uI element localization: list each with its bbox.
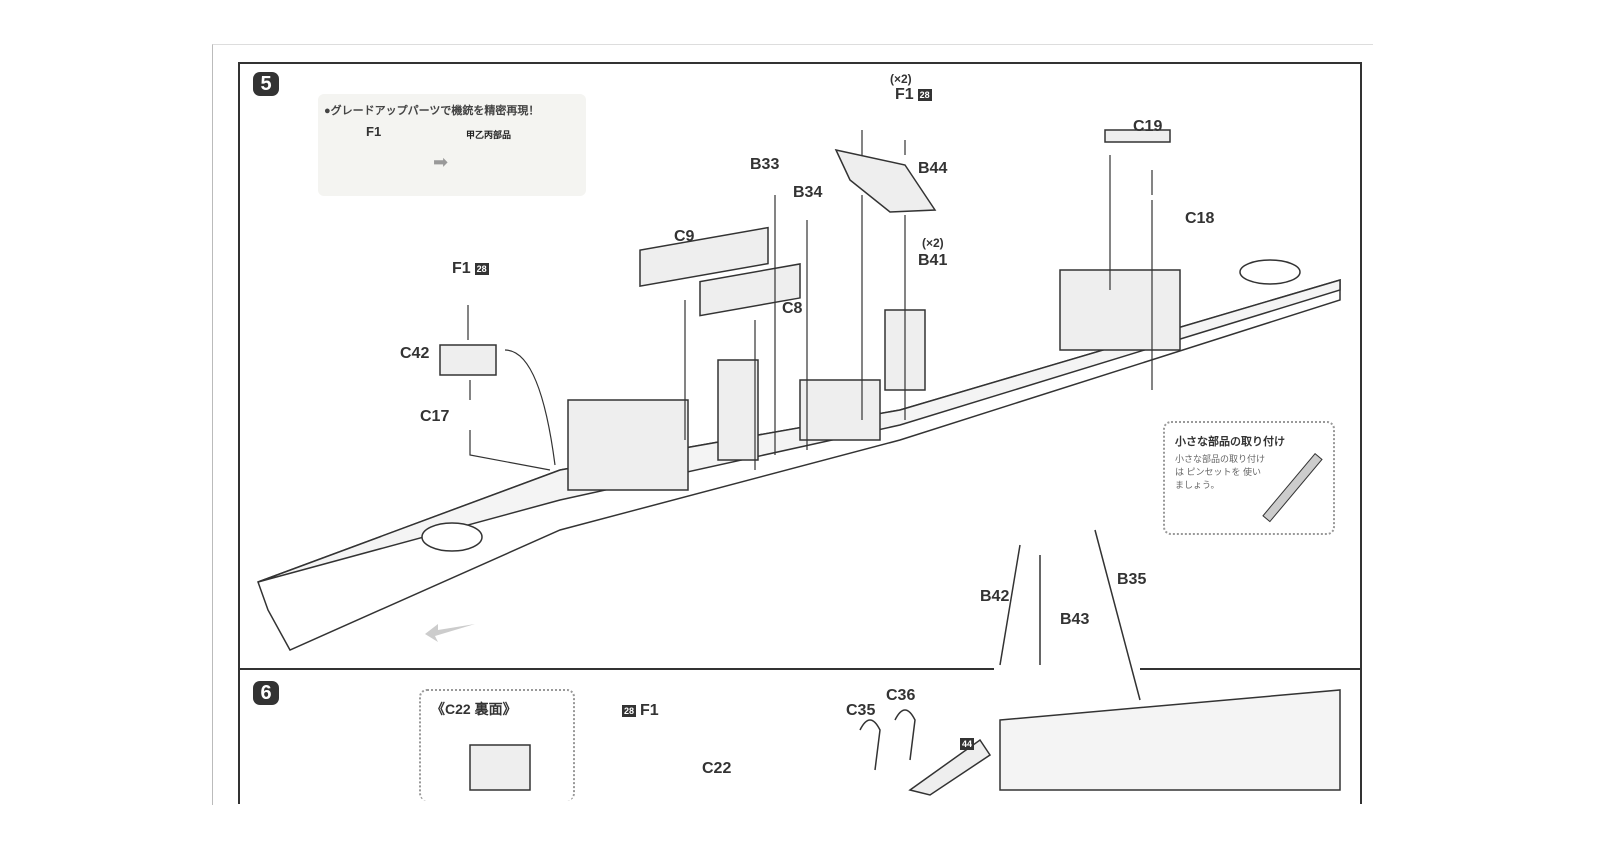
c22-back-view: 《C22 裏面》 bbox=[419, 689, 575, 801]
motor-boat bbox=[908, 738, 992, 796]
part-label-c9: C9 bbox=[674, 228, 695, 245]
qty-label: (×2) bbox=[922, 236, 944, 250]
part-label-b33: B33 bbox=[750, 156, 780, 173]
sprue-badge: 28 bbox=[474, 262, 489, 275]
upgrade-parts-note: ●グレードアップパーツで機銃を精密再現！ F1 甲乙丙部品 ➡ bbox=[318, 94, 586, 196]
part-label-c35: C35 bbox=[846, 702, 876, 719]
part-label-c18: C18 bbox=[1185, 210, 1215, 227]
part-label-b42: B42 bbox=[980, 588, 1010, 605]
part-label-c36: C36 bbox=[886, 687, 916, 704]
fwd-gun bbox=[421, 522, 483, 552]
part-c9 bbox=[639, 226, 769, 288]
part-label-c8: C8 bbox=[782, 300, 803, 317]
qty-label: (×2) bbox=[890, 72, 912, 86]
c22-back-label: 《C22 裏面》 bbox=[431, 701, 517, 717]
part-label-b41: B41 bbox=[918, 252, 948, 269]
sprue-badge: 28 bbox=[622, 704, 637, 717]
promo-from-label: F1 bbox=[366, 124, 382, 139]
tweezers-icon bbox=[1262, 453, 1323, 523]
part-label-b34: B34 bbox=[793, 184, 823, 201]
step-5-number: 5 bbox=[253, 72, 279, 96]
instruction-frame bbox=[238, 62, 1362, 804]
sprue-badge: 44 bbox=[960, 737, 975, 750]
part-label-b43: B43 bbox=[1060, 611, 1090, 628]
part-label-b35: B35 bbox=[1117, 571, 1147, 588]
sprue-badge: 28 bbox=[917, 88, 932, 101]
step-divider bbox=[238, 668, 994, 670]
part-label-c19: C19 bbox=[1133, 118, 1163, 135]
part-c42 bbox=[439, 344, 497, 376]
part-label-c22: C22 bbox=[702, 760, 732, 777]
bridge bbox=[567, 399, 689, 491]
c22-back-part bbox=[469, 744, 531, 791]
upgrade-note-title: ●グレードアップパーツで機銃を精密再現！ bbox=[324, 105, 540, 117]
small-parts-tip: 小さな部品の取り付け 小さな部品の取り付けは ピンセットを 使いましょう。 bbox=[1163, 421, 1335, 535]
direction-arrow bbox=[425, 624, 475, 642]
tip-body: 小さな部品の取り付けは ピンセットを 使いましょう。 bbox=[1175, 454, 1266, 490]
superstructure bbox=[799, 379, 881, 441]
part-b44 bbox=[834, 148, 937, 213]
funnel bbox=[717, 359, 759, 461]
step-divider bbox=[1140, 668, 1360, 670]
step-6-number: 6 bbox=[253, 681, 279, 705]
part-label-b44: B44 bbox=[918, 160, 948, 177]
promo-to-label: 甲乙丙部品 bbox=[466, 130, 512, 140]
part-label-c42: C42 bbox=[400, 345, 430, 362]
tip-title: 小さな部品の取り付け bbox=[1175, 436, 1285, 448]
aft-ship bbox=[999, 689, 1341, 791]
page-border bbox=[212, 44, 1373, 805]
arrow-right-icon: ➡ bbox=[433, 152, 449, 172]
part-c35-c36 bbox=[859, 709, 916, 771]
part-label-c17: C17 bbox=[420, 408, 450, 425]
mast bbox=[999, 529, 1141, 701]
helipad bbox=[1239, 259, 1301, 285]
part-c19 bbox=[1104, 129, 1171, 143]
aft-structure bbox=[1059, 269, 1181, 351]
